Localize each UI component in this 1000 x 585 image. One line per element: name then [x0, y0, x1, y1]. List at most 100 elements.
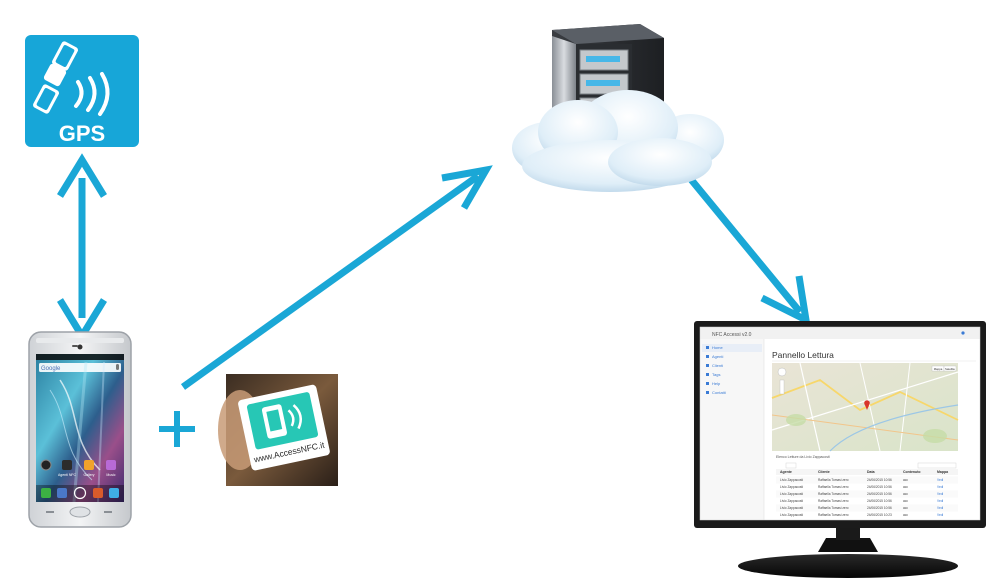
sidebar-item-home[interactable]: Home: [706, 345, 723, 350]
table-column-header[interactable]: Agente: [780, 470, 792, 474]
server-to-monitor-arrow: [686, 174, 811, 327]
phone-dock: [36, 485, 124, 502]
phone-app-label-1: Agenti NFC: [58, 473, 77, 477]
monitor: NFC Accessi v2.0 HomeAgentiClientiTagsHe…: [694, 321, 986, 578]
table-cell: 24/06/2015 10:56: [867, 478, 892, 482]
cloud-icon: [512, 90, 724, 192]
table-map-link[interactable]: Vedi: [937, 506, 943, 510]
sidebar-item-icon: [706, 391, 709, 394]
table-cell: acc: [903, 499, 908, 503]
plus-sign: [159, 411, 195, 447]
sidebar-item-agenti[interactable]: Agenti: [706, 354, 723, 359]
settings-app-icon: [109, 488, 119, 498]
table-cell: Livio Zappacosti: [780, 478, 803, 482]
table-header-bg: [776, 469, 958, 475]
table-cell: Raffaella Tomasi zero: [818, 499, 849, 503]
table-row-stripe: [776, 476, 958, 484]
table-cell: acc: [903, 478, 908, 482]
table-cell: Livio Zappacosti: [780, 506, 803, 510]
phone-app-label-3: Music: [106, 473, 115, 477]
table-cell: Raffaella Tomasi zero: [818, 485, 849, 489]
map-pan-control-icon: [777, 367, 787, 377]
table-column-header[interactable]: Contenuto: [903, 470, 921, 474]
mic-icon: [116, 364, 119, 370]
table-map-link[interactable]: Vedi: [937, 499, 943, 503]
sidebar-item-clienti[interactable]: Clienti: [706, 363, 723, 368]
table-row: Livio Zappacosti Raffaella Tomasi zero 24/…: [776, 476, 958, 484]
cloud-server: [512, 24, 724, 192]
dashboard-app-title: NFC Accessi v2.0: [712, 332, 752, 338]
phone-to-server-arrow: [180, 165, 493, 390]
map-type-satellite-button[interactable]: [943, 365, 957, 372]
map-widget: Mappa Satellite: [771, 362, 959, 452]
user-icon: [961, 331, 965, 335]
gps-phone-double-arrow: [57, 153, 107, 343]
sidebar-item-icon: [706, 364, 709, 367]
sidebar-item-help[interactable]: Help: [706, 381, 721, 386]
table-map-link[interactable]: Vedi: [937, 478, 943, 482]
sidebar-item-tags[interactable]: Tags: [706, 372, 720, 377]
music-app-icon: [106, 460, 116, 470]
table-row: Livio Zappacosti Raffaella Tomasi zero 24/…: [780, 513, 943, 517]
table-row: Livio Zappacosti Raffaella Tomasi zero 24/…: [776, 504, 958, 512]
table-column-header[interactable]: Data: [867, 470, 875, 474]
table-map-link[interactable]: Vedi: [937, 485, 943, 489]
phone-camera-icon: [77, 344, 83, 350]
gallery-app-icon: [84, 460, 94, 470]
table-map-link[interactable]: Vedi: [937, 513, 943, 517]
table-cell: Raffaella Tomasi zero: [818, 506, 849, 510]
map-type-satellite-label: Satellite: [945, 367, 955, 371]
map-pin-icon: [864, 400, 870, 410]
table-cell: Raffaella Tomasi zero: [818, 478, 849, 482]
back-button-icon: [104, 511, 112, 513]
table-column-header[interactable]: Mappa: [937, 470, 948, 474]
home-button-icon: [69, 506, 91, 518]
table-cell: acc: [903, 506, 908, 510]
table-column-header[interactable]: Cliente: [818, 470, 830, 474]
table-map-link[interactable]: Vedi: [937, 492, 943, 496]
dashboard-page-title: Pannello Lettura: [772, 350, 834, 360]
table-search-input[interactable]: [917, 462, 957, 469]
table-cell: 24/06/2015 10:56: [867, 492, 892, 496]
sidebar-item-label: Agenti: [712, 354, 723, 359]
table-row-stripe: [776, 490, 958, 498]
table-cell: 24/06/2015 10:56: [867, 506, 892, 510]
sidebar-item-label: Contatti: [712, 390, 726, 395]
nfc-phone-icon: [261, 404, 302, 439]
sidebar-item-label: Home: [712, 345, 723, 350]
sidebar-item-icon: [706, 346, 709, 349]
sidebar-item-contatti[interactable]: Contatti: [706, 390, 726, 395]
sidebar-item-icon: [706, 373, 709, 376]
map-zoom-control[interactable]: [779, 379, 785, 395]
sidebar-item-label: Help: [712, 381, 721, 386]
phone-screen: [36, 354, 124, 502]
smartphone: Google Agenti NFC Gallery Music: [28, 331, 132, 528]
table-cell: acc: [903, 485, 908, 489]
menu-button-icon: [46, 511, 54, 513]
entries-select[interactable]: [785, 462, 797, 469]
table-cell: acc: [903, 492, 908, 496]
map-caption: Elenco Letture da Livio Zappacosti: [776, 455, 830, 459]
apps-launcher-icon: [73, 486, 87, 500]
map-type-mappa-label: Mappa: [934, 367, 943, 371]
table-cell: Raffaella Tomasi zero: [818, 513, 849, 517]
dashboard-screen: NFC Accessi v2.0 HomeAgentiClientiTagsHe…: [700, 327, 980, 520]
table-cell: Raffaella Tomasi zero: [818, 492, 849, 496]
nfc-tag-photo: www.AccessNFC.it: [218, 374, 338, 486]
table-cell: 24/06/2015 10:23: [867, 513, 892, 517]
arrows: [57, 153, 811, 390]
agenti-nfc-app-icon: [62, 460, 72, 470]
phone-search-label: Google: [41, 366, 61, 372]
table-controls: [785, 462, 957, 469]
table-cell: 24/06/2015 10:56: [867, 499, 892, 503]
sidebar-item-icon: [706, 382, 709, 385]
table-cell: Livio Zappacosti: [780, 513, 803, 517]
sidebar-item-active-bg: [702, 344, 762, 352]
phone-call-icon: [41, 488, 51, 498]
gps-label: GPS: [59, 121, 105, 146]
